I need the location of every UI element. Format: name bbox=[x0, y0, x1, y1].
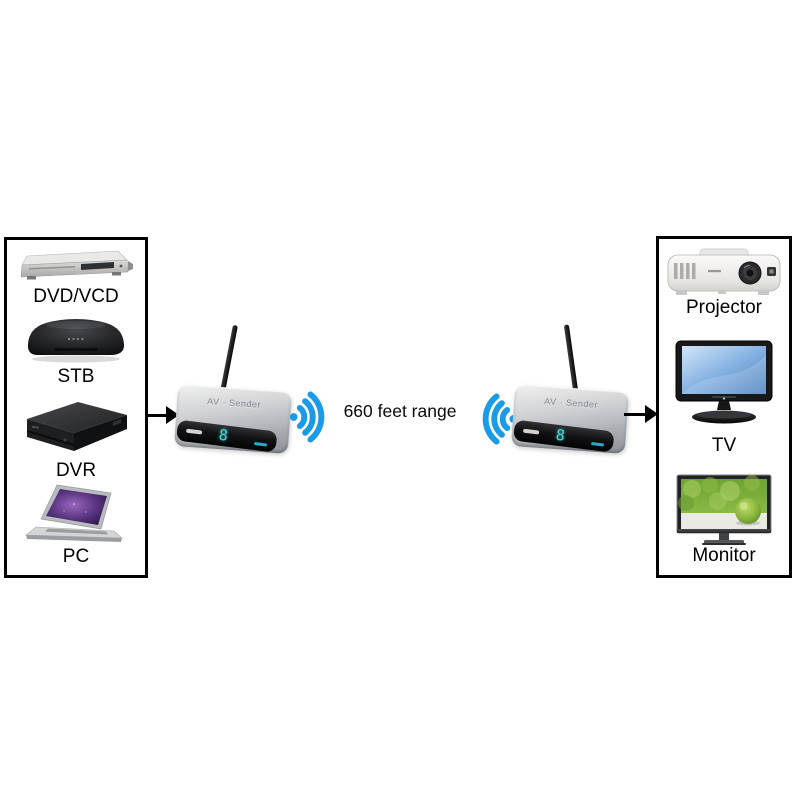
projector-icon bbox=[659, 247, 789, 301]
stb-icon bbox=[7, 312, 145, 364]
range-label: 660 feet range bbox=[343, 401, 457, 421]
receiver-channel-label-smudge bbox=[590, 442, 605, 447]
transmitter-brand-smudge bbox=[185, 428, 203, 435]
projector-label: Projector bbox=[685, 297, 763, 318]
arrow-receiver-to-displays-icon bbox=[624, 405, 658, 423]
dvd-vcd-label: DVD/VCD bbox=[33, 286, 119, 307]
transmitter-body: AV · Sender 8 bbox=[173, 384, 293, 454]
receiver-channel-display: 8 bbox=[554, 425, 566, 445]
arrow-sources-to-transmitter-icon bbox=[145, 406, 179, 424]
monitor-label: Monitor bbox=[692, 545, 756, 566]
transmitter-top-label: AV · Sender bbox=[206, 396, 262, 410]
transmitter-antenna-icon bbox=[220, 324, 238, 393]
receiver-front-panel: 8 bbox=[512, 419, 615, 453]
pc-label: PC bbox=[62, 546, 90, 567]
display-devices-box: Projector T bbox=[656, 236, 792, 578]
tv-label: TV bbox=[711, 435, 737, 456]
stb-label: STB bbox=[57, 366, 95, 387]
source-devices-box: DVD/VCD STB bbox=[4, 237, 148, 578]
transmitter-channel-display: 8 bbox=[217, 425, 229, 445]
dvd-player-icon bbox=[7, 248, 145, 286]
dvr-icon bbox=[7, 394, 145, 460]
dvr-label: DVR bbox=[55, 460, 97, 481]
wifi-signal-left-icon bbox=[482, 393, 518, 445]
transmitter-channel-label-smudge bbox=[253, 442, 268, 447]
receiver-brand-smudge bbox=[522, 428, 540, 435]
transmitter-front-panel: 8 bbox=[175, 419, 278, 453]
receiver-device: AV · Sender 8 bbox=[510, 322, 631, 454]
monitor-icon bbox=[659, 473, 789, 549]
wifi-signal-right-icon bbox=[289, 391, 325, 443]
receiver-body: AV · Sender 8 bbox=[510, 384, 630, 454]
laptop-icon bbox=[7, 484, 145, 546]
tv-icon bbox=[659, 339, 789, 429]
receiver-antenna-icon bbox=[563, 324, 578, 391]
receiver-top-label: AV · Sender bbox=[543, 396, 599, 410]
transmitter-device: AV · Sender 8 bbox=[173, 322, 294, 454]
